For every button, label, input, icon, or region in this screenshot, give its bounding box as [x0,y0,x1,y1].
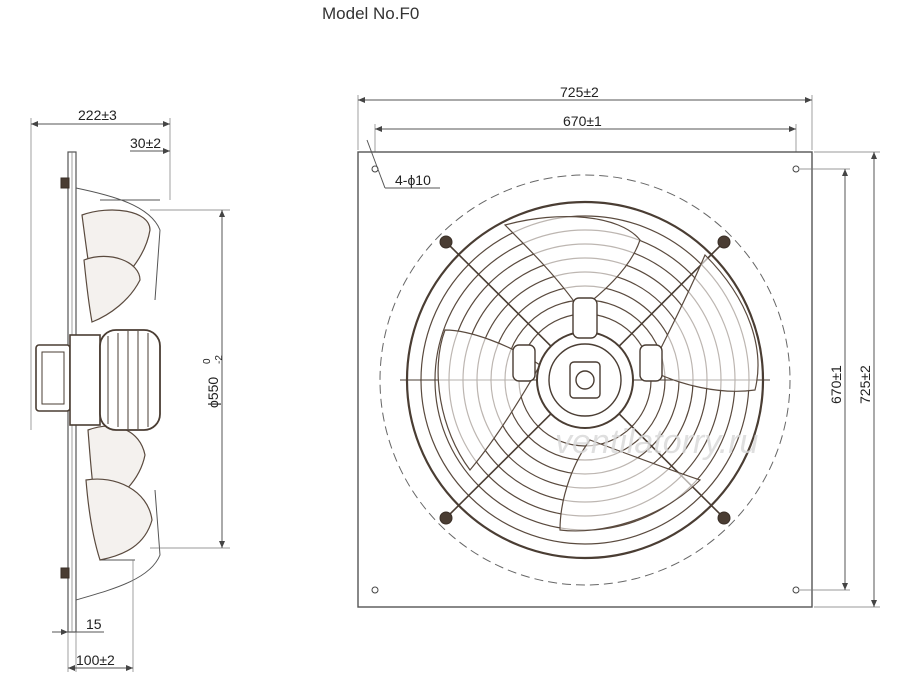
hole-bottom-right [792,586,800,594]
side-view: 222±3 30±2 ϕ550 0 [30,107,230,672]
dim-flange-thickness: 15 [86,616,102,632]
front-view: 725±2 670±1 4-ϕ10 670±1 725±2 [357,84,880,608]
hub-arm-right [639,344,663,382]
model-title: Model No.F0 [322,4,420,23]
hole-bottom-left [371,586,379,594]
dim-impeller-diameter: ϕ550 [205,377,221,408]
motor-body [69,334,101,426]
dim-overall-depth: 222±3 [78,107,117,123]
guard-bolt-3 [439,511,453,525]
dim-impeller-tol-lower: -2 [214,355,225,364]
blade-side-4 [85,478,153,561]
hub-center [569,361,601,399]
junction-box [35,344,71,412]
motor-rotor [99,329,161,431]
venturi-ring [379,174,791,586]
bolt-bottom [60,567,70,579]
hub-arm-left [512,344,536,382]
dim-plate-width: 725±2 [560,84,599,100]
blade-3 [559,439,702,532]
dim-plate-offset: 30±2 [130,135,161,151]
guard-bolt-2 [717,235,731,249]
bolt-top [60,177,70,189]
blade-2 [649,253,759,392]
hole-top-right [792,165,800,173]
dim-hole-spacing-v: 670±1 [828,365,844,404]
guard-bolt-1 [439,235,453,249]
dim-plate-height: 725±2 [857,365,873,404]
dim-mount-depth: 100±2 [76,652,115,668]
dim-hole-spacing-h: 670±1 [563,113,602,129]
dim-holes: 4-ϕ10 [395,172,431,188]
watermark: ventilatorry.ru [555,423,759,461]
blade-side-2 [83,255,141,323]
guard-bolt-4 [717,511,731,525]
hub-arm-top [572,297,598,339]
dim-impeller-tol-upper: 0 [202,358,213,364]
blade-1 [503,215,641,311]
